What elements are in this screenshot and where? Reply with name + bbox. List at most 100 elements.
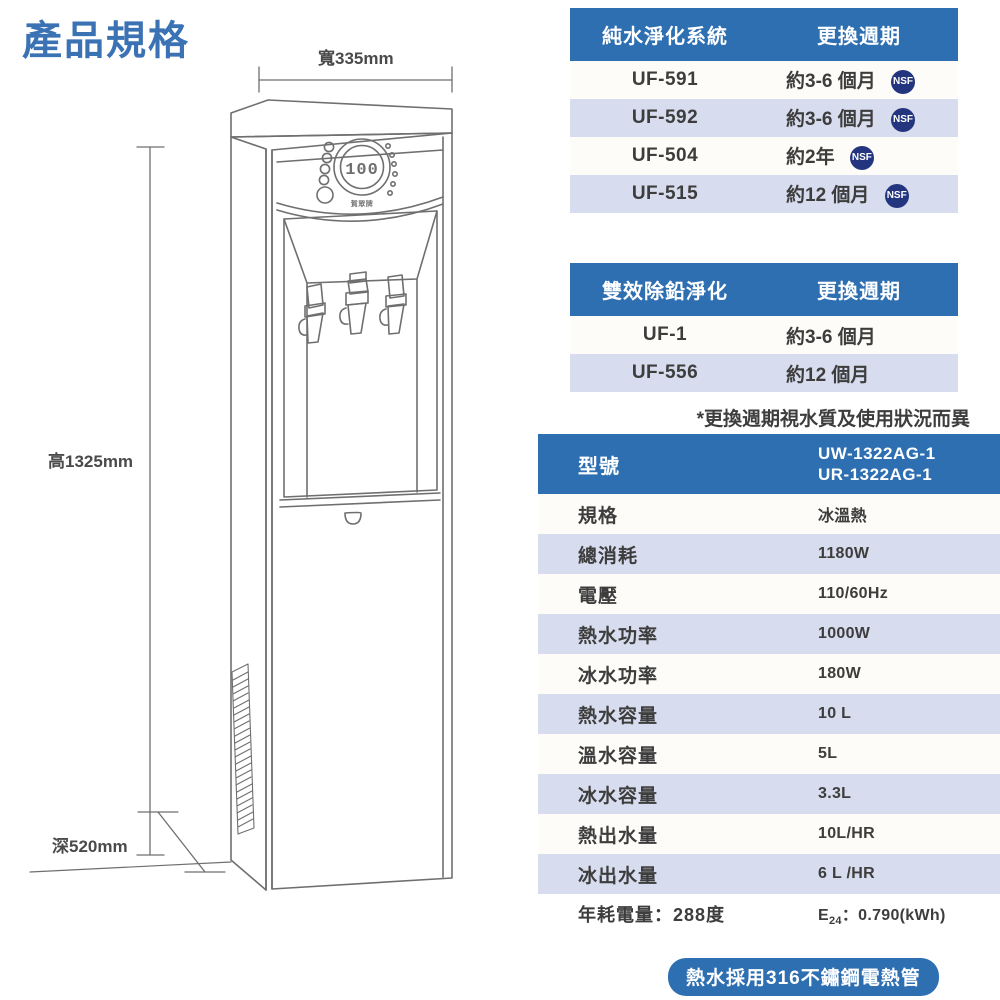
spec-value: 冰溫熱: [818, 494, 1000, 534]
e24-value: E24：0.790(kWh): [818, 894, 1000, 934]
annual-consumption-label: 年耗電量：288度: [538, 894, 818, 934]
lower-door: [279, 492, 441, 525]
stainless-steel-badge: 熱水採用316不鏽鋼電熱管: [668, 958, 939, 996]
dimension-label-height: 高1325mm: [48, 452, 134, 471]
panel-button-3: [319, 163, 331, 175]
column-header-system: 純水淨化系統: [570, 8, 760, 61]
spec-value: 10L/HR: [818, 814, 1000, 854]
spec-label: 電壓: [538, 574, 818, 614]
panel-curve-1: [276, 196, 444, 215]
spec-value: 1180W: [818, 534, 1000, 574]
product-drawing-panel: 產品規格 寬335mm 高1325mm 深520mm: [22, 19, 453, 891]
spec-label: 冰水容量: [538, 774, 818, 814]
led-dot-1: [384, 143, 391, 150]
lead-removal-filter-table: 雙效除鉛淨化 更換週期 UF-1 約3-6 個月 UF-556 約12 個月: [570, 263, 958, 392]
table-header-row: 純水淨化系統 更換週期: [570, 8, 958, 61]
filter-cycle: 約12 個月: [760, 354, 958, 392]
led-dot-5: [389, 181, 396, 188]
dimension-label-width: 寬335mm: [318, 49, 394, 68]
spec-header-label: 型號: [538, 434, 818, 494]
filter-cycle-text: 約3-6 個月: [786, 71, 876, 92]
door-handle: [344, 511, 362, 525]
panel-button-1: [323, 141, 335, 153]
nsf-icon: NSF: [891, 107, 916, 132]
filter-cycle-text: 約3-6 個月: [786, 109, 876, 130]
table-row: UF-504 約2年 NSF: [570, 137, 958, 175]
filter-model: UF-1: [570, 316, 760, 354]
e24-prefix: E: [818, 906, 829, 924]
dispense-recess: [283, 210, 438, 498]
faucet-warm: [339, 271, 369, 335]
nsf-icon: NSF: [891, 69, 916, 94]
led-dot-6: [386, 190, 393, 197]
table-row: UF-1 約3-6 個月: [570, 316, 958, 354]
nsf-icon: NSF: [884, 183, 909, 208]
spec-header-row: 型號 UW-1322AG-1 UR-1322AG-1: [538, 434, 1000, 494]
specification-tables-panel: 純水淨化系統 更換週期 UF-591 約3-6 個月 NSF UF-592 約3…: [530, 0, 1000, 1000]
water-dispenser-illustration: 100 賀眾牌: [29, 66, 453, 891]
led-dot-2: [388, 152, 395, 159]
e24-suffix: ：0.790(kWh): [841, 906, 946, 924]
brand-mark: 賀眾牌: [350, 199, 374, 208]
filter-model: UF-504: [570, 137, 760, 175]
side-vent-louvers: [231, 663, 255, 835]
spec-label: 熱出水量: [538, 814, 818, 854]
table-row: UF-515 約12 個月 NSF: [570, 175, 958, 213]
width-dimension-line: [258, 66, 453, 93]
spec-value: 1000W: [818, 614, 1000, 654]
table-row: 年耗電量：288度 E24：0.790(kWh): [538, 894, 1000, 934]
filter-model: UF-592: [570, 99, 760, 137]
spec-value: 5L: [818, 734, 1000, 774]
filter-model: UF-556: [570, 354, 760, 392]
filter-cycle: 約12 個月 NSF: [760, 175, 958, 213]
table-row: UF-592 約3-6 個月 NSF: [570, 99, 958, 137]
table-header-row: 雙效除鉛淨化 更換週期: [570, 263, 958, 316]
spec-header-models: UW-1322AG-1 UR-1322AG-1: [818, 434, 1000, 494]
led-dot-4: [391, 171, 398, 178]
spec-label: 規格: [538, 494, 818, 534]
spec-label: 溫水容量: [538, 734, 818, 774]
filter-cycle: 約3-6 個月 NSF: [760, 99, 958, 137]
depth-dimension-line: [137, 811, 226, 873]
page-title: 產品規格: [22, 19, 190, 63]
faucet-group: [298, 271, 407, 344]
control-panel: [276, 138, 444, 222]
faucet-cold: [379, 274, 407, 335]
filter-model: UF-591: [570, 61, 760, 99]
faucet-hot: [298, 283, 326, 344]
spec-value: 10 L: [818, 694, 1000, 734]
floor-line: [29, 861, 232, 873]
panel-curve-2: [276, 203, 444, 222]
spec-value: 6 L /HR: [818, 854, 1000, 894]
model-number-1: UW-1322AG-1: [818, 443, 936, 463]
e24-subscript: 24: [828, 915, 842, 928]
spec-value: 180W: [818, 654, 1000, 694]
filter-cycle-text: 約12 個月: [786, 185, 870, 206]
filter-cycle: 約3-6 個月 NSF: [760, 61, 958, 99]
table-row: UF-556 約12 個月: [570, 354, 958, 392]
display-dial-outer: [333, 138, 391, 196]
panel-button-2: [321, 152, 333, 164]
panel-power-button: [316, 186, 334, 204]
spec-label: 冰出水量: [538, 854, 818, 894]
pure-water-filter-table: 純水淨化系統 更換週期 UF-591 約3-6 個月 NSF UF-592 約3…: [570, 8, 958, 213]
filter-cycle: 約2年 NSF: [760, 137, 958, 175]
nsf-icon: NSF: [849, 145, 874, 170]
column-header-cycle: 更換週期: [760, 8, 958, 61]
spec-label: 熱水功率: [538, 614, 818, 654]
filter-cycle-text: 約2年: [786, 147, 835, 168]
cabinet-top-face: [230, 99, 453, 138]
spec-label: 熱水容量: [538, 694, 818, 734]
column-header-system: 雙效除鉛淨化: [570, 263, 760, 316]
spec-label: 總消耗: [538, 534, 818, 574]
dimension-label-depth: 深520mm: [52, 837, 128, 856]
